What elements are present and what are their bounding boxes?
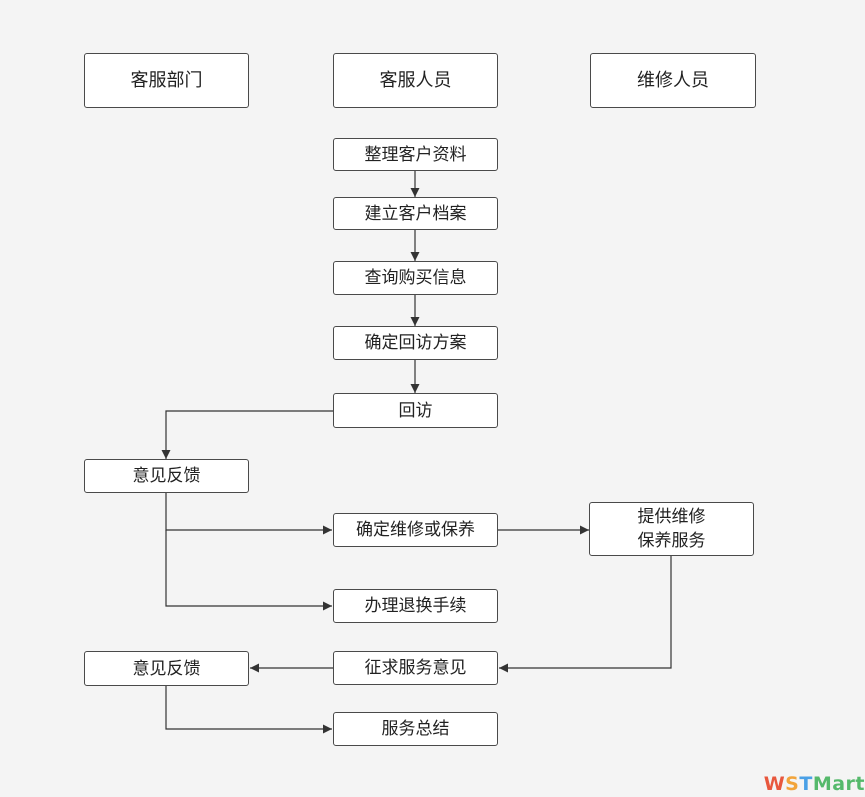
node-solicit-service-opinion: 征求服务意见	[333, 651, 498, 685]
node-label: 提供维修 保养服务	[637, 507, 706, 551]
node-service-summary: 服务总结	[333, 712, 498, 746]
watermark-letter: S	[785, 773, 800, 795]
node-determine-visit-plan: 确定回访方案	[333, 326, 498, 360]
node-feedback-second: 意见反馈	[84, 651, 249, 686]
node-query-purchase-info: 查询购买信息	[333, 261, 498, 295]
node-organize-customer-data: 整理客户资料	[333, 138, 498, 171]
node-label: 服务总结	[381, 719, 450, 739]
arrow-provide-to-solicit	[499, 556, 672, 673]
node-label: 意见反馈	[132, 658, 201, 679]
node-label: 查询购买信息	[364, 268, 467, 288]
node-return-visit: 回访	[333, 393, 498, 428]
node-feedback-first: 意见反馈	[84, 459, 249, 493]
lane-header-service-dept: 客服部门	[84, 53, 249, 108]
node-create-customer-archive: 建立客户档案	[333, 197, 498, 230]
watermark-logo: WSTMart	[764, 773, 865, 795]
watermark-word: Mart	[812, 773, 865, 795]
lane-header-label: 客服人员	[379, 69, 452, 91]
node-label: 意见反馈	[132, 466, 201, 486]
node-label: 回访	[398, 400, 433, 421]
lane-header-label: 维修人员	[637, 69, 709, 91]
lane-header-service-staff: 客服人员	[333, 53, 498, 108]
arrow-feedback1-to-return	[165, 530, 332, 611]
node-handle-return-exchange: 办理退换手续	[333, 589, 498, 623]
node-label: 确定回访方案	[364, 333, 467, 353]
arrow-feedback2-to-summary	[165, 686, 332, 734]
arrow-visit-to-feedback1	[161, 410, 333, 459]
node-label: 征求服务意见	[364, 658, 467, 678]
lane-header-repair-staff: 维修人员	[590, 53, 756, 108]
lane-header-label: 客服部门	[130, 69, 203, 91]
node-provide-repair-service: 提供维修 保养服务	[589, 502, 754, 556]
arrow-feedback1-to-confirm	[165, 493, 332, 535]
watermark-letter: W	[763, 773, 786, 795]
watermark-letter: T	[799, 773, 813, 795]
node-label: 办理退换手续	[364, 596, 467, 616]
node-label: 确定维修或保养	[356, 520, 475, 540]
node-label: 建立客户档案	[364, 203, 467, 224]
node-label: 整理客户资料	[364, 144, 467, 165]
node-confirm-repair-or-maintenance: 确定维修或保养	[333, 513, 498, 547]
